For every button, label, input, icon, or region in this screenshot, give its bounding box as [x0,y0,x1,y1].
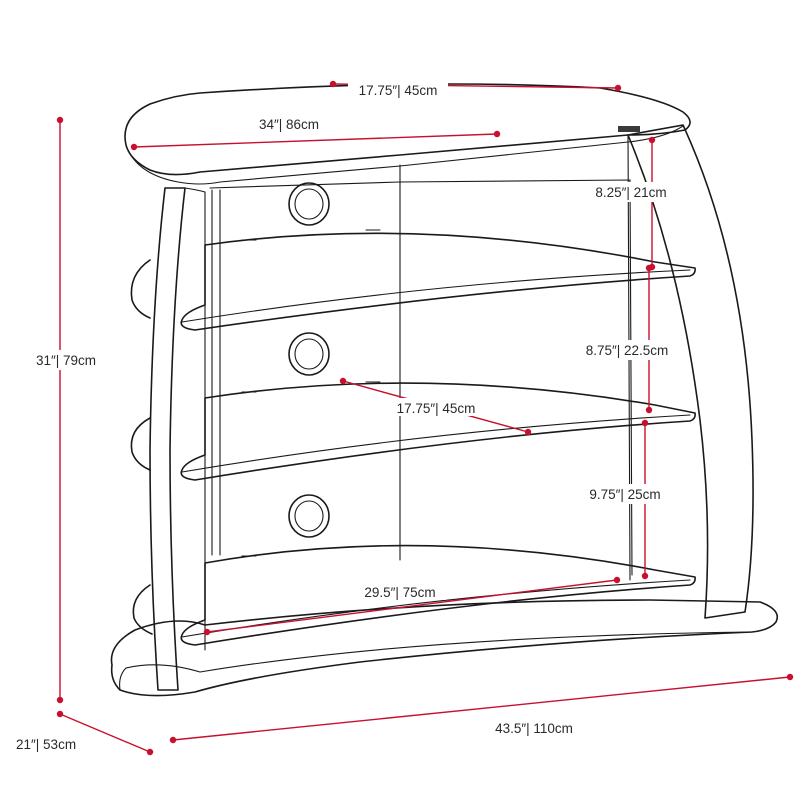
dimension-lines: 17.75″| 45cm 34″| 86cm 8.25″| 21cm 8.75″… [16,80,794,756]
base-plinth-edge [119,631,753,691]
base-plinth [110,599,779,697]
dim-top-depth: 17.75″| 45cm [329,80,622,98]
label-shelf-gap-top: 8.25″| 21cm [595,185,666,200]
glass-shelf-2 [180,382,696,481]
logo-badge [618,126,640,132]
label-overall-height: 31″| 79cm [36,353,96,368]
back-panel-inner-left [211,189,221,556]
label-shelf-gap-bottom: 9.75″| 25cm [589,487,660,502]
left-side-panel [149,187,186,691]
dim-overall-depth: 21″| 53cm [16,710,154,756]
glass-shelf-1-edge [181,269,691,323]
glass-shelf-3 [180,544,696,646]
dim-shelf-depth: 17.75″| 45cm [339,377,532,436]
top-board [124,83,691,176]
label-top-width: 34″| 86cm [259,117,319,132]
cable-hole-top [288,182,330,226]
left-shelf-tip-2 [130,417,151,471]
top-board-edge [127,125,684,185]
back-panel [209,179,633,576]
dim-overall-height: 31″| 79cm [28,116,108,704]
dim-shelf-gap-top: 8.25″| 21cm [584,136,680,271]
glass-shelf-2-edge [181,414,691,473]
right-side-panel [627,124,754,619]
cable-hole-middle [288,332,330,376]
tv-stand-drawing [110,83,779,697]
glass-shelf-1 [180,232,696,331]
label-top-depth: 17.75″| 45cm [359,83,438,98]
dim-overall-width: 43.5″| 110cm [169,673,794,744]
dim-shelf-gap-bottom: 9.75″| 25cm [580,419,672,580]
label-bottom-shelf-width: 29.5″| 75cm [364,585,435,600]
label-shelf-depth: 17.75″| 45cm [397,401,476,416]
shelf-brackets [241,229,381,557]
left-side-panel-inner [184,187,206,651]
dim-top-width: 34″| 86cm [130,115,501,151]
dim-shelf-gap-middle: 8.75″| 22.5cm [575,264,681,414]
left-shelf-tip-3 [132,584,153,635]
dim-bottom-shelf-width: 29.5″| 75cm [203,576,621,636]
label-overall-depth: 21″| 53cm [16,737,76,752]
cable-hole-bottom [288,494,330,538]
left-shelf-tip-1 [130,259,151,319]
label-shelf-gap-middle: 8.75″| 22.5cm [586,343,669,358]
label-overall-width: 43.5″| 110cm [495,721,573,736]
